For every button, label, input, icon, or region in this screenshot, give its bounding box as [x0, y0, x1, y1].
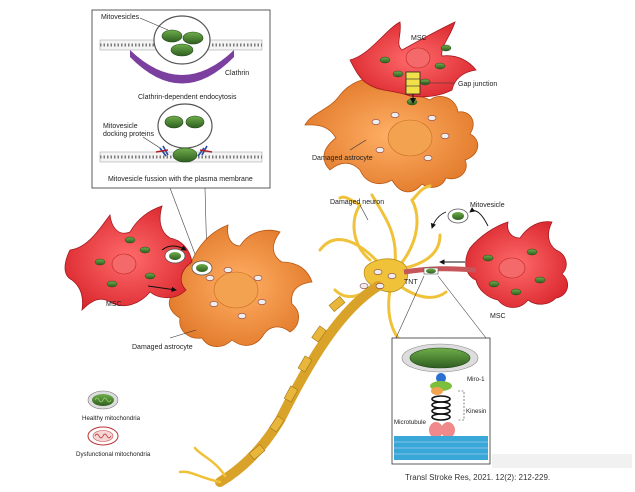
- mitovesicle-cargo-upper: [161, 29, 204, 57]
- label-tnt: TNT: [404, 279, 418, 286]
- legend-healthy-label: Healthy mitochondria: [82, 415, 141, 422]
- endocytosis-inset: Mitovesicles Clathrin Clathrin-dependent…: [91, 9, 271, 189]
- astrocyte-top: [304, 77, 479, 193]
- label-docking-line1: Mitovesicle: [103, 123, 138, 130]
- endocytic-vesicle: [153, 15, 211, 65]
- legend-dysfunctional-label: Dysfunctional mitochondria: [76, 451, 151, 458]
- kinesin-inset: [391, 337, 491, 465]
- msc-left: [64, 205, 193, 312]
- healthy-mito-icon: [87, 390, 119, 410]
- astrocyte-left: [168, 224, 313, 347]
- label-damaged-astrocyte-top: Damaged astrocyte: [312, 155, 373, 162]
- label-fusion: Mitovesicle fussion with the plasma memb…: [108, 176, 253, 183]
- kinesin-coil: [431, 395, 451, 421]
- docking-protein-icons: [155, 145, 213, 157]
- msc-right: [465, 221, 569, 308]
- watermark-blur: [492, 454, 632, 468]
- citation: Transl Stroke Res, 2021. 12(2): 212-229.: [405, 473, 550, 482]
- miro1-protein: [436, 373, 446, 383]
- damaged-neuron: [178, 184, 448, 487]
- dysfunctional-mito-icon: [87, 426, 119, 446]
- label-miro1: Miro-1: [467, 376, 485, 383]
- label-docking-line2: docking proteins: [103, 131, 154, 138]
- mitovesicle-transfer-left: [147, 245, 213, 293]
- label-msc-left: MSC: [106, 301, 122, 308]
- msc-top: [349, 21, 477, 106]
- tunneling-nanotube: [403, 259, 477, 275]
- label-kinesin: Kinesin: [466, 408, 487, 415]
- label-damaged-astrocyte-left: Damaged astrocyte: [132, 344, 193, 351]
- label-mitovesicles: Mitovesicles: [101, 14, 140, 21]
- label-clathrin-endocytosis: Clathrin-dependent endocytosis: [138, 94, 237, 101]
- legend: Healthy mitochondria Dysfunctional mitoc…: [76, 390, 151, 458]
- gap-junction: [405, 71, 421, 104]
- label-gap-junction: Gap junction: [458, 81, 497, 88]
- label-clathrin: Clathrin: [225, 70, 249, 77]
- label-msc-right: MSC: [490, 313, 506, 320]
- mitovesicle-transfer-right: [430, 207, 489, 229]
- docking-vesicle: [157, 103, 213, 149]
- clathrin-coat: [130, 50, 234, 84]
- label-microtubule: Microtubule: [394, 419, 427, 426]
- label-damaged-neuron: Damaged neuron: [330, 199, 384, 206]
- mitovesicle-cargo-lower: [164, 115, 205, 163]
- microtubule: [394, 436, 488, 460]
- label-mitovesicle-right: Mitovesicle: [470, 202, 505, 209]
- label-msc-top: MSC: [411, 35, 427, 42]
